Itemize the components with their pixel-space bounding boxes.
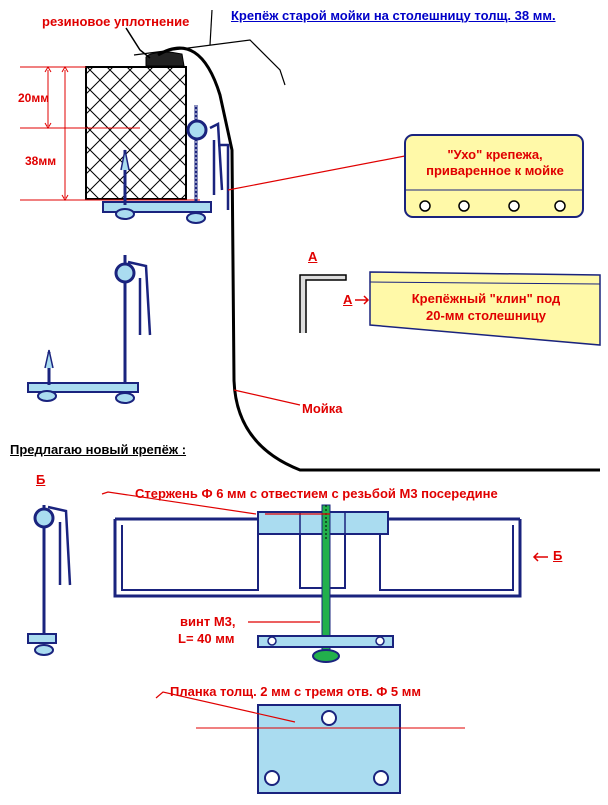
- section-b-right-label: Б: [553, 548, 563, 563]
- sink-leader-line: [233, 389, 301, 406]
- rod-label: Стержень Ф 6 мм с отвестием с резьбой М3…: [135, 486, 498, 501]
- cabinet-outline: [133, 39, 286, 86]
- wedge-label-line1: Крепёжный "клин" под: [411, 291, 561, 306]
- screw-label-line2: L= 40 мм: [178, 631, 235, 646]
- countertop-section: [85, 66, 187, 200]
- rubber-seal: [145, 51, 185, 67]
- proposal-heading: Предлагаю новый крепёж :: [10, 442, 187, 457]
- seal-leader-line: [125, 27, 151, 59]
- dimension-20mm-label: 20мм: [18, 91, 50, 105]
- ear-label-line1: "Ухо" крепежа,: [447, 147, 543, 162]
- ear-leader-line: [227, 154, 411, 191]
- rod-leader-lines: [101, 491, 330, 515]
- section-a-top-label: А: [308, 249, 318, 264]
- section-a-side-label: А: [343, 292, 353, 307]
- new-mount-side: [27, 505, 72, 656]
- new-mount-front: [113, 504, 548, 663]
- ear-label-line2: приваренное к мойке: [426, 163, 564, 178]
- mid-mount: [27, 255, 152, 404]
- wedge-label-line2: 20-мм столешницу: [426, 308, 546, 323]
- wedge-part: [355, 271, 601, 346]
- sink-label: Мойка: [302, 401, 343, 416]
- rubber-seal-label: резиновое уплотнение: [42, 14, 190, 29]
- old-mount-bolt: [102, 105, 212, 224]
- plate-label: Планка толщ. 2 мм с тремя отв. Ф 5 мм: [170, 684, 421, 699]
- dimension-lines: [20, 66, 200, 201]
- old-clip-bracket: [209, 122, 230, 210]
- wedge-profile: [299, 274, 347, 333]
- plate-part: [155, 691, 465, 794]
- dimension-38mm-label: 38мм: [25, 154, 57, 168]
- section-b-left-label: Б: [36, 472, 46, 487]
- sink-wall: [157, 46, 600, 472]
- ear-plate: [404, 134, 584, 218]
- diagram-title: Крепёж старой мойки на столешницу толщ. …: [231, 8, 556, 23]
- screw-label-line1: винт М3,: [180, 614, 236, 629]
